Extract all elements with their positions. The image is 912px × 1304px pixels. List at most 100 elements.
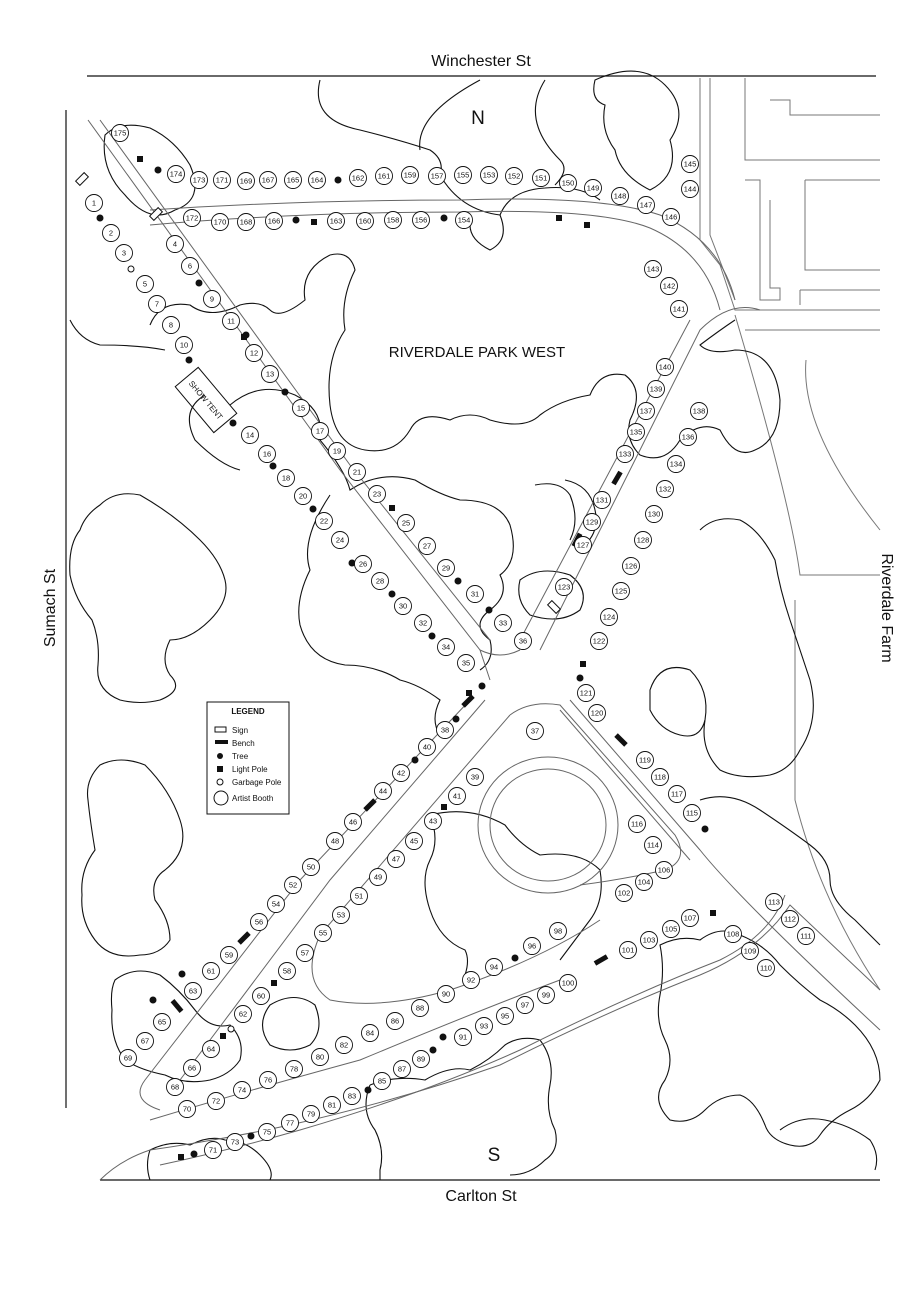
artist-booth[interactable]: 43: [424, 812, 442, 830]
artist-booth[interactable]: 99: [537, 986, 555, 1004]
artist-booth[interactable]: 98: [549, 922, 567, 940]
artist-booth[interactable]: 1: [85, 194, 103, 212]
artist-booth[interactable]: 133: [616, 445, 634, 463]
artist-booth[interactable]: 165: [284, 171, 302, 189]
artist-booth[interactable]: 120: [588, 704, 606, 722]
artist-booth[interactable]: 74: [233, 1081, 251, 1099]
artist-booth[interactable]: 64: [202, 1040, 220, 1058]
artist-booth[interactable]: 9: [203, 290, 221, 308]
artist-booth[interactable]: 89: [412, 1050, 430, 1068]
artist-booth[interactable]: 22: [315, 512, 333, 530]
artist-booth[interactable]: 86: [386, 1012, 404, 1030]
artist-booth[interactable]: 139: [647, 380, 665, 398]
artist-booth[interactable]: 77: [281, 1114, 299, 1132]
artist-booth[interactable]: 67: [136, 1032, 154, 1050]
artist-booth[interactable]: 80: [311, 1048, 329, 1066]
artist-booth[interactable]: 41: [448, 787, 466, 805]
artist-booth[interactable]: 118: [651, 768, 669, 786]
artist-booth[interactable]: 107: [681, 909, 699, 927]
artist-booth[interactable]: 170: [211, 213, 229, 231]
artist-booth[interactable]: 156: [412, 211, 430, 229]
artist-booth[interactable]: 106: [655, 861, 673, 879]
artist-booth[interactable]: 37: [526, 722, 544, 740]
artist-booth[interactable]: 101: [619, 941, 637, 959]
artist-booth[interactable]: 27: [418, 537, 436, 555]
artist-booth[interactable]: 150: [559, 174, 577, 192]
artist-booth[interactable]: 40: [418, 738, 436, 756]
artist-booth[interactable]: 92: [462, 971, 480, 989]
artist-booth[interactable]: 13: [261, 365, 279, 383]
artist-booth[interactable]: 159: [401, 166, 419, 184]
artist-booth[interactable]: 152: [505, 167, 523, 185]
artist-booth[interactable]: 167: [259, 171, 277, 189]
artist-booth[interactable]: 48: [326, 832, 344, 850]
artist-booth[interactable]: 91: [454, 1028, 472, 1046]
artist-booth[interactable]: 73: [226, 1133, 244, 1151]
artist-booth[interactable]: 21: [348, 463, 366, 481]
artist-booth[interactable]: 85: [373, 1072, 391, 1090]
artist-booth[interactable]: 113: [765, 893, 783, 911]
artist-booth[interactable]: 88: [411, 999, 429, 1017]
artist-booth[interactable]: 105: [662, 920, 680, 938]
artist-booth[interactable]: 32: [414, 614, 432, 632]
artist-booth[interactable]: 76: [259, 1071, 277, 1089]
artist-booth[interactable]: 145: [681, 155, 699, 173]
artist-booth[interactable]: 81: [323, 1096, 341, 1114]
artist-booth[interactable]: 154: [455, 211, 473, 229]
artist-booth[interactable]: 6: [181, 257, 199, 275]
artist-booth[interactable]: 161: [375, 167, 393, 185]
artist-booth[interactable]: 46: [344, 813, 362, 831]
artist-booth[interactable]: 103: [640, 931, 658, 949]
artist-booth[interactable]: 75: [258, 1123, 276, 1141]
artist-booth[interactable]: 45: [405, 832, 423, 850]
artist-booth[interactable]: 70: [178, 1100, 196, 1118]
artist-booth[interactable]: 143: [644, 260, 662, 278]
artist-booth[interactable]: 79: [302, 1105, 320, 1123]
artist-booth[interactable]: 25: [397, 514, 415, 532]
artist-booth[interactable]: 29: [437, 559, 455, 577]
artist-booth[interactable]: 10: [175, 336, 193, 354]
artist-booth[interactable]: 97: [516, 996, 534, 1014]
artist-booth[interactable]: 53: [332, 906, 350, 924]
artist-booth[interactable]: 28: [371, 572, 389, 590]
artist-booth[interactable]: 61: [202, 962, 220, 980]
artist-booth[interactable]: 169: [237, 172, 255, 190]
artist-booth[interactable]: 54: [267, 895, 285, 913]
artist-booth[interactable]: 129: [583, 513, 601, 531]
artist-booth[interactable]: 123: [555, 578, 573, 596]
artist-booth[interactable]: 173: [190, 171, 208, 189]
artist-booth[interactable]: 132: [656, 480, 674, 498]
artist-booth[interactable]: 23: [368, 485, 386, 503]
artist-booth[interactable]: 162: [349, 169, 367, 187]
artist-booth[interactable]: 17: [311, 422, 329, 440]
artist-booth[interactable]: 127: [574, 536, 592, 554]
artist-booth[interactable]: 174: [167, 165, 185, 183]
artist-booth[interactable]: 87: [393, 1060, 411, 1078]
artist-booth[interactable]: 16: [258, 445, 276, 463]
artist-booth[interactable]: 153: [480, 166, 498, 184]
artist-booth[interactable]: 18: [277, 469, 295, 487]
artist-booth[interactable]: 144: [681, 180, 699, 198]
artist-booth[interactable]: 8: [162, 316, 180, 334]
artist-booth[interactable]: 163: [327, 212, 345, 230]
artist-booth[interactable]: 122: [590, 632, 608, 650]
artist-booth[interactable]: 158: [384, 211, 402, 229]
artist-booth[interactable]: 55: [314, 924, 332, 942]
artist-booth[interactable]: 171: [213, 171, 231, 189]
artist-booth[interactable]: 26: [354, 555, 372, 573]
artist-booth[interactable]: 146: [662, 208, 680, 226]
artist-booth[interactable]: 134: [667, 455, 685, 473]
artist-booth[interactable]: 30: [394, 597, 412, 615]
artist-booth[interactable]: 130: [645, 505, 663, 523]
artist-booth[interactable]: 47: [387, 850, 405, 868]
artist-booth[interactable]: 11: [222, 312, 240, 330]
artist-booth[interactable]: 112: [781, 910, 799, 928]
artist-booth[interactable]: 140: [656, 358, 674, 376]
artist-booth[interactable]: 115: [683, 804, 701, 822]
artist-booth[interactable]: 138: [690, 402, 708, 420]
artist-booth[interactable]: 135: [627, 423, 645, 441]
artist-booth[interactable]: 62: [234, 1005, 252, 1023]
artist-booth[interactable]: 69: [119, 1049, 137, 1067]
artist-booth[interactable]: 66: [183, 1059, 201, 1077]
artist-booth[interactable]: 121: [577, 684, 595, 702]
